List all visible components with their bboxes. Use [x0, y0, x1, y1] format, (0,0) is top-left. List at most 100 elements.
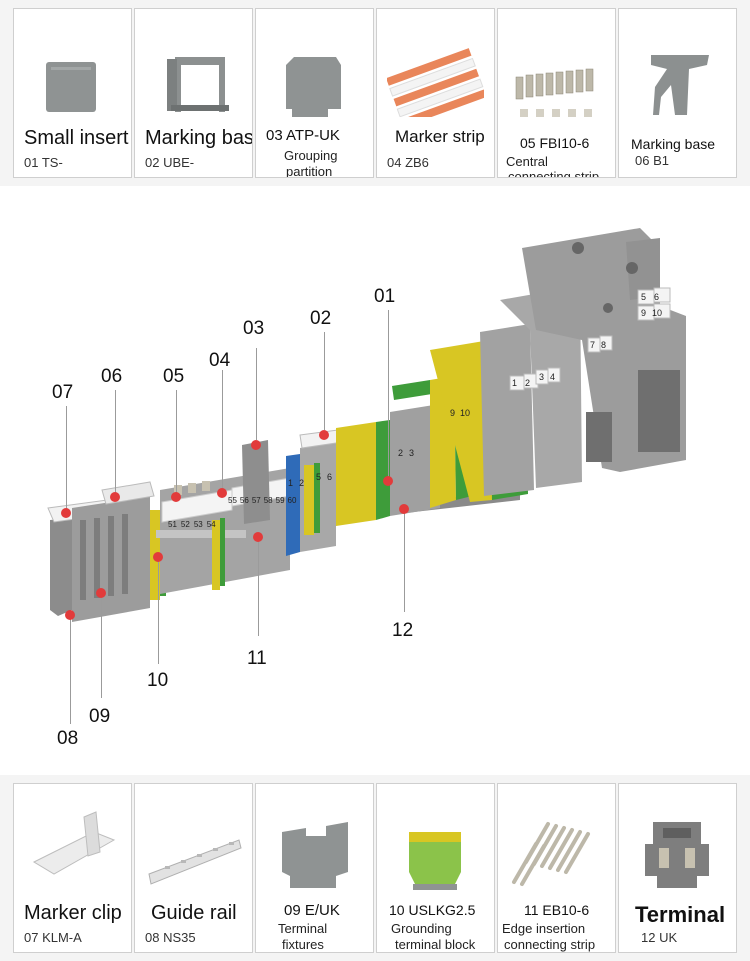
- callout-dot-04: [217, 488, 227, 498]
- terminal-fixture-icon: [282, 822, 348, 888]
- marker-clip-icon: [32, 811, 116, 875]
- callout-number-02: 02: [310, 308, 332, 329]
- callout-line-02: [324, 332, 325, 430]
- guide-rail-icon: [148, 839, 242, 885]
- marker-label: 59: [275, 496, 285, 505]
- accessory-card-edge-insertion-strip: 11 EB10-6 Edge insertion connecting stri…: [497, 783, 616, 953]
- marker-label: 53: [193, 520, 203, 529]
- item-title: Marker strip: [395, 127, 485, 146]
- top-accessory-strip: Small insert 01 TS- Marking base 02 UBE-…: [0, 0, 750, 186]
- marker-label: 10: [460, 408, 471, 418]
- grounding-terminal-icon: [409, 832, 461, 890]
- item-code: 07 KLM-A: [24, 930, 82, 945]
- item-title: 03 ATP-UK: [266, 127, 340, 144]
- marker-label: 1: [512, 378, 518, 388]
- callout-dot-11: [253, 532, 263, 542]
- marker-label: 7: [590, 340, 596, 350]
- item-title: 11 EB10-6: [524, 902, 590, 918]
- item-title: Marker clip: [24, 902, 122, 924]
- accessory-card-terminal: Terminal 12 UK: [618, 783, 737, 953]
- item-code: 12 UK: [641, 930, 678, 945]
- item-sub-1: Terminal: [278, 921, 328, 936]
- assembly-drawing: [47, 228, 686, 622]
- marking-base-b1-icon: [651, 55, 709, 115]
- marker-mid: 2 3: [398, 448, 414, 458]
- small-insert-icon: [46, 62, 96, 112]
- marker-big1: 1 2: [512, 378, 530, 388]
- marker-label: 4: [550, 372, 556, 382]
- accessory-card-marking-base: Marking base 02 UBE-: [134, 8, 253, 178]
- accessory-card-terminal-fixtures: 09 E/UK Terminal fixtures: [255, 783, 374, 953]
- callout-dot-07: [61, 508, 71, 518]
- item-sub-2: connecting strip: [508, 169, 600, 178]
- marker-label: 54: [206, 520, 216, 529]
- marker-blue: 1 2: [288, 478, 304, 488]
- marker-big2: 3 4: [539, 372, 555, 382]
- item-code: 04 ZB6: [387, 155, 429, 170]
- accessory-card-small-insert: Small insert 01 TS-: [13, 8, 132, 178]
- marker-label: 9: [641, 308, 647, 318]
- terminal-assembly-illustration: 51 52 53 54 55 56 57 58 59 60 1 2 5 6 2 …: [0, 190, 750, 770]
- marker-label: 56: [239, 496, 249, 505]
- item-code: 02 UBE-: [145, 155, 195, 170]
- marker-label: 6: [654, 292, 660, 302]
- edge-insertion-strip-icon: [512, 822, 590, 886]
- marker-label: 8: [601, 340, 607, 350]
- item-sub-2: fixtures: [282, 937, 324, 952]
- callout-number-04: 04: [209, 350, 231, 371]
- marker-label: 55: [228, 496, 237, 505]
- item-title: Marking base: [145, 127, 253, 149]
- bottom-accessory-strip: Marker clip 07 KLM-A Guide rail 08 NS35 …: [0, 775, 750, 961]
- accessory-card-grounding-terminal: 10 USLKG2.5 Grounding terminal block: [376, 783, 495, 953]
- item-code: 06 B1: [635, 153, 669, 168]
- marker-strip-icon: [387, 48, 484, 117]
- callout-number-09: 09: [89, 706, 111, 727]
- callout-number-01: 01: [374, 286, 396, 307]
- marker-label: 3: [539, 372, 545, 382]
- callout-line-10: [158, 560, 159, 664]
- accessory-card-marking-base-b1: Marking base 06 B1: [618, 8, 737, 178]
- item-title: Marking base: [631, 136, 716, 152]
- callout-line-11: [258, 540, 259, 636]
- callout-line-01: [388, 310, 389, 480]
- marker-label: 57: [251, 496, 261, 505]
- item-title: 05 FBI10-6: [520, 135, 590, 151]
- callout-number-12: 12: [392, 620, 414, 641]
- callout-dot-10: [153, 552, 163, 562]
- item-code: 01 TS-: [24, 155, 63, 170]
- marking-base-icon: [167, 57, 229, 112]
- accessory-card-grouping-partition: 03 ATP-UK Grouping partition: [255, 8, 374, 178]
- marker-big4: 5 6: [641, 292, 659, 302]
- callout-number-07: 07: [52, 382, 74, 403]
- marker-label: 2: [525, 378, 531, 388]
- marker-label: 60: [287, 496, 297, 505]
- marker-big5: 9 10: [641, 308, 662, 318]
- accessory-card-marker-strip: Marker strip 04 ZB6: [376, 8, 495, 178]
- item-sub-2: terminal block: [395, 937, 476, 952]
- callout-number-05: 05: [163, 366, 185, 387]
- callout-number-08: 08: [57, 728, 79, 749]
- accessory-card-guide-rail: Guide rail 08 NS35: [134, 783, 253, 953]
- item-title: 09 E/UK: [284, 902, 340, 919]
- item-code: 08 NS35: [145, 930, 196, 945]
- marker-label: 52: [180, 520, 190, 529]
- callout-dot-05: [171, 492, 181, 502]
- accessory-card-central-connecting-strip: 05 FBI10-6 Central connecting strip: [497, 8, 616, 178]
- callout-dot-03: [251, 440, 261, 450]
- item-title: Terminal: [635, 902, 726, 927]
- marker-label: 6: [327, 472, 333, 482]
- terminal-block-icon: [645, 822, 709, 888]
- marker-label: 5: [641, 292, 647, 302]
- callout-number-10: 10: [147, 670, 169, 691]
- item-sub-2: partition: [286, 164, 333, 178]
- item-title: Guide rail: [151, 902, 237, 924]
- item-title: 10 USLKG2.5: [389, 902, 476, 918]
- callout-line-05: [176, 390, 177, 496]
- marker-strip-b: 55 56 57 58 59 60: [228, 496, 296, 505]
- marker-label: 1: [288, 478, 294, 488]
- callout-line-08: [70, 616, 71, 724]
- marker-label: 10: [652, 308, 663, 318]
- marker-mid2: 9 10: [450, 408, 470, 418]
- item-sub-1: Grounding: [391, 921, 452, 936]
- callout-number-11: 11: [247, 648, 267, 669]
